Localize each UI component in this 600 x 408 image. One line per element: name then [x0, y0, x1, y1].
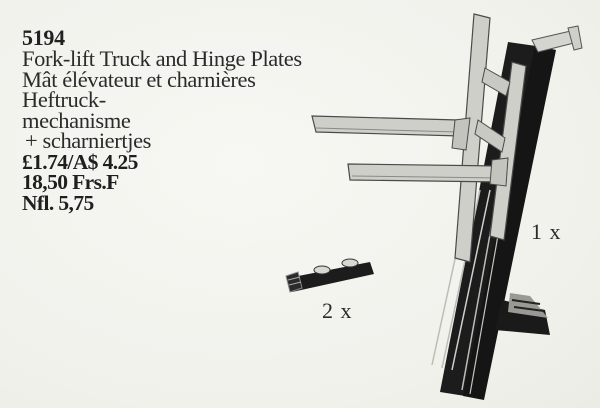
price-nlg: Nfl. 5,75	[22, 190, 94, 215]
title-dutch-line1: Heftruck-	[22, 87, 106, 112]
price-frf: 18,50 Frs.F	[22, 170, 119, 194]
title-dutch-line2: mechanisme	[22, 107, 131, 133]
title-english: Fork-lift Truck and Hinge Plates	[22, 46, 302, 71]
title-french: Mât élévateur et charnières	[22, 66, 256, 92]
item-code: 5194	[22, 25, 65, 50]
quantity-hinge-plate: 2 x	[322, 298, 353, 323]
price-gbp-aud: £1.74/A$ 4.25	[22, 149, 138, 174]
quantity-mast: 1 x	[531, 219, 562, 244]
item-description: 5194 Fork-lift Truck and Hinge Plates Mâ…	[22, 27, 302, 213]
title-dutch-line3: + scharniertjes	[25, 128, 152, 153]
